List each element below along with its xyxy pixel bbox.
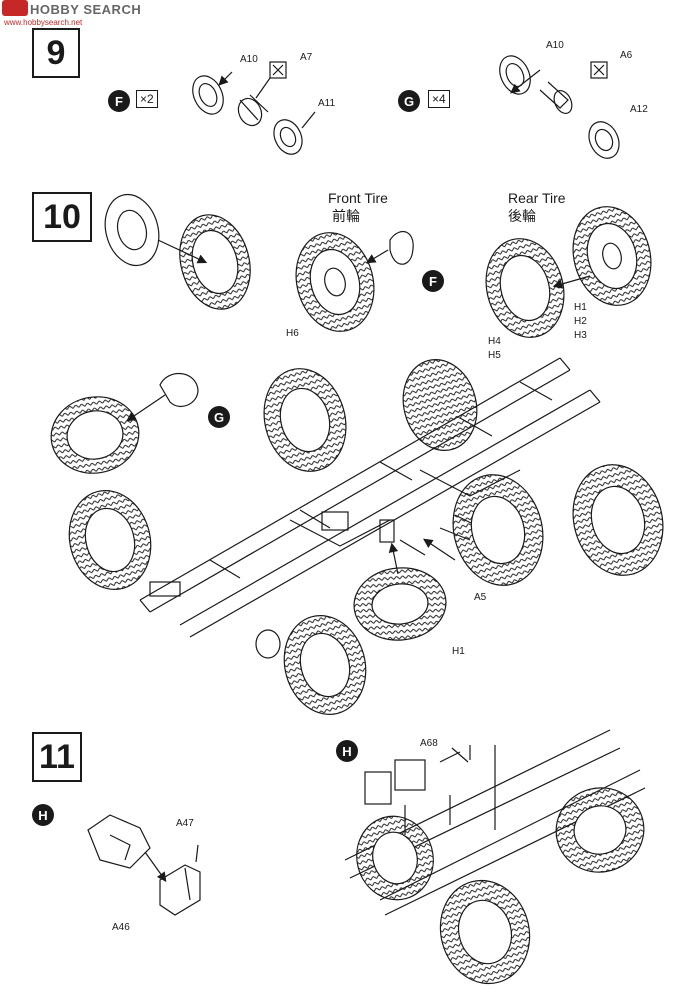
part-label-a12: A12 — [630, 104, 648, 115]
step11-right-chassis — [344, 729, 646, 985]
part-label-h1-rear: H1 — [574, 302, 587, 313]
part-label-a46: A46 — [112, 922, 130, 933]
badge-g-chassis: G — [208, 406, 230, 428]
part-label-a10-right: A10 — [546, 40, 564, 51]
part-label-a6: A6 — [620, 50, 633, 61]
part-label-h5: H5 — [488, 350, 501, 361]
qty-g-step9: ×4 — [428, 90, 450, 108]
rear-tire-subtitle: 後輪 — [508, 208, 536, 224]
front-tire-subtitle: 前輪 — [332, 208, 360, 224]
step10-rear-tire — [485, 206, 652, 338]
qty-f-step9: ×2 — [136, 90, 158, 108]
part-label-a5: A5 — [474, 592, 487, 603]
step10-front-tire — [295, 230, 414, 332]
step10-wheel-assembly-left — [104, 193, 251, 310]
part-label-h1-chassis: H1 — [452, 646, 465, 657]
part-label-h2: H2 — [574, 316, 587, 327]
part-label-a47: A47 — [176, 818, 194, 829]
part-label-a10-left: A10 — [240, 54, 258, 65]
part-label-h3: H3 — [574, 330, 587, 341]
part-label-a7: A7 — [300, 52, 313, 63]
watermark-logo: HOBBY SEARCH — [4, 2, 141, 17]
front-tire-title: Front Tire — [328, 190, 388, 206]
badge-h-step11-right: H — [336, 740, 358, 762]
badge-f-step9: F — [108, 90, 130, 112]
step9-right-hub-assembly — [499, 55, 620, 159]
part-label-a68: A68 — [420, 738, 438, 749]
badge-f-front-tire: F — [422, 270, 444, 292]
part-label-h6: H6 — [286, 328, 299, 339]
watermark-url: www.hobbysearch.net — [4, 18, 83, 27]
watermark-logo-mark — [2, 0, 28, 16]
step9-left-hub-assembly — [192, 61, 316, 155]
step11-left-parts — [87, 814, 201, 916]
part-label-a11: A11 — [318, 98, 336, 109]
step-10-number: 10 — [32, 192, 92, 242]
step-9-number: 9 — [32, 28, 80, 78]
badge-h-step11-left: H — [32, 804, 54, 826]
step-11-number: 11 — [32, 732, 82, 782]
step10-chassis — [50, 357, 664, 715]
badge-g-step9: G — [398, 90, 420, 112]
part-label-h4: H4 — [488, 336, 501, 347]
watermark-title: HOBBY SEARCH — [30, 2, 142, 17]
rear-tire-title: Rear Tire — [508, 190, 566, 206]
